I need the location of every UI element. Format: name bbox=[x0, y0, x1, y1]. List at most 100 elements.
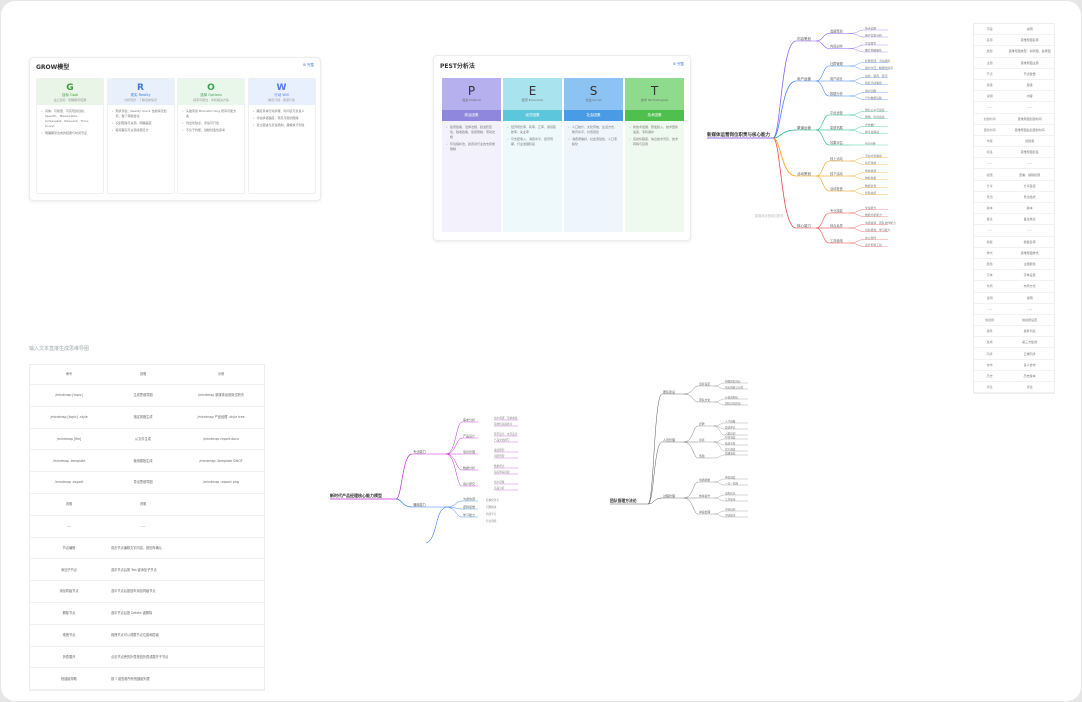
sub-label[interactable]: 效率提升 bbox=[699, 494, 710, 498]
field-row[interactable]: 更新时间思维导图最后更新时间 bbox=[974, 125, 1054, 136]
field-row[interactable]: 字段说明 bbox=[974, 24, 1054, 36]
table-row[interactable]: 添加同级节点选中节点后按回车添加同级节点 bbox=[30, 581, 264, 603]
field-row[interactable]: 颜色主题颜色 bbox=[974, 259, 1054, 271]
field-row[interactable]: -------- bbox=[974, 102, 1054, 114]
sub-label[interactable]: 平台运营 bbox=[830, 110, 843, 115]
sub-label[interactable]: 选题策划 bbox=[830, 29, 843, 34]
sub-label[interactable]: 渠道拓展 bbox=[830, 125, 844, 130]
table-row[interactable]: 折叠展开点击节点旁的折叠按钮折叠或展开子节点 bbox=[30, 647, 264, 669]
field-row[interactable]: -------- bbox=[974, 158, 1054, 170]
leaf-label[interactable]: ROI分析 bbox=[865, 141, 876, 145]
pest-column-p[interactable]: P政治 Political政治因素政府政策、法律法规、政治稳定性、税收政策、贸易… bbox=[442, 78, 501, 232]
leaf-label[interactable]: 导师制度 bbox=[725, 436, 736, 440]
sub-label[interactable]: 目标设定 bbox=[699, 382, 710, 386]
leaf-label[interactable]: 产品文档撰写 bbox=[494, 438, 510, 442]
branch-label[interactable]: 过程管理 bbox=[663, 493, 675, 498]
leaf-label[interactable]: 数据分析能力 bbox=[865, 213, 882, 217]
leaf-label[interactable]: 热点追踪 bbox=[865, 26, 876, 30]
table-row[interactable]: 删除节点选中节点后按 Delete 键删除 bbox=[30, 603, 264, 625]
leaf-label[interactable]: 用户画像 bbox=[494, 480, 505, 484]
sub-label[interactable]: 综合素质 bbox=[830, 223, 844, 228]
leaf-label[interactable]: 流程优化 bbox=[725, 492, 736, 496]
leaf-label[interactable]: 薪酬激励 bbox=[725, 452, 736, 456]
branch-label[interactable]: 活动策划 bbox=[797, 171, 811, 176]
pest-column-s[interactable]: S社会 Social社会因素人口统计、文化传统、生活方式、教育水平、价值观念消费… bbox=[564, 78, 623, 232]
sub-label[interactable]: 数据分析 bbox=[830, 91, 844, 96]
sub-label[interactable]: 激励 bbox=[699, 454, 705, 458]
leaf-label[interactable]: 竞品分析 bbox=[494, 486, 505, 490]
field-row[interactable]: 权限查看、编辑权限 bbox=[974, 169, 1054, 181]
leaf-label[interactable]: 行业洞察 bbox=[486, 519, 497, 523]
sub-label[interactable]: 用户研究 bbox=[463, 481, 475, 486]
mindmap-new-media[interactable]: 新媒体运营岗位职责与核心能力内容策划选题策划热点追踪用户需求分析内容创作文案撰写… bbox=[701, 21, 941, 261]
field-row[interactable]: 插件插件列表 bbox=[974, 326, 1054, 338]
pest-column-e[interactable]: E经济 Economic经济因素经济增长率、利率、汇率、通货膨胀率、失业率可支配… bbox=[503, 78, 562, 232]
leaf-label[interactable]: 一对一沟通 bbox=[725, 482, 738, 486]
table-row[interactable]: 说明说明 bbox=[30, 494, 264, 516]
pest-tag[interactable]: ⊞ 完整 bbox=[672, 62, 684, 66]
branch-label[interactable]: 核心能力 bbox=[797, 223, 811, 228]
field-row[interactable]: 集成第三方集成 bbox=[974, 337, 1054, 349]
field-row[interactable]: 协作多人协作 bbox=[974, 360, 1054, 371]
leaf-label[interactable]: 结构化思考 bbox=[486, 498, 499, 502]
leaf-label[interactable]: 用户需求分析 bbox=[865, 33, 882, 37]
sub-label[interactable]: 沟通机制 bbox=[699, 478, 710, 482]
branch-label[interactable]: 通用能力 bbox=[413, 502, 426, 507]
leaf-label[interactable]: 经验总结 bbox=[865, 191, 876, 195]
leaf-label[interactable]: 场地协调 bbox=[865, 169, 876, 173]
field-row[interactable]: 布局布局方式 bbox=[974, 281, 1054, 293]
leaf-label[interactable]: 社群搭建、活动组织 bbox=[865, 59, 890, 63]
sub-label[interactable]: 学习能力 bbox=[463, 512, 475, 517]
leaf-label[interactable]: 行为数据追踪 bbox=[865, 96, 882, 100]
leaf-label[interactable]: 入职培训 bbox=[725, 432, 736, 436]
sub-label[interactable]: 工具使用 bbox=[830, 238, 843, 243]
leaf-label[interactable]: 明确团队目标 bbox=[725, 380, 741, 384]
field-row[interactable]: 历史历史版本 bbox=[974, 371, 1054, 382]
sub-label[interactable]: 沟通协调 bbox=[463, 496, 475, 501]
field-row[interactable]: 同步云端同步 bbox=[974, 348, 1054, 360]
sub-label[interactable]: 内容创作 bbox=[830, 44, 844, 49]
mindmap-team-management[interactable]: 团队管理方法论团队建设目标设定明确团队目标目标拆解与分配团队文化价值观塑造团队氛… bbox=[606, 376, 776, 526]
leaf-label[interactable]: 数据埋点 bbox=[494, 464, 505, 468]
leaf-label[interactable]: 绩效考核 bbox=[725, 442, 736, 446]
field-row[interactable]: 评论评论 bbox=[974, 382, 1054, 394]
leaf-label[interactable]: 活动方案策划 bbox=[865, 154, 882, 158]
field-row[interactable]: 字体字体设置 bbox=[974, 270, 1054, 282]
table-row[interactable]: 节点编辑双击节点编辑文字内容，按回车确认 bbox=[30, 538, 264, 560]
leaf-label[interactable]: 裂变活动策划 bbox=[865, 81, 882, 85]
field-row[interactable]: 层级层级 bbox=[974, 80, 1054, 92]
leaf-label[interactable]: 面试评估 bbox=[725, 426, 736, 430]
sub-label[interactable]: 社群管理 bbox=[830, 61, 844, 66]
leaf-label[interactable]: 用户分层、精细化运营 bbox=[865, 66, 893, 70]
mindmap-root[interactable]: 新媒体运营岗位职责与核心能力 bbox=[707, 131, 770, 138]
leaf-label[interactable]: 数据复盘 bbox=[865, 184, 876, 188]
field-row[interactable]: 备注备注信息 bbox=[974, 214, 1054, 226]
leaf-label[interactable]: 用户画像 bbox=[865, 89, 876, 93]
leaf-label[interactable]: 例会制度 bbox=[725, 476, 736, 480]
branch-label[interactable]: 渠道运营 bbox=[797, 125, 811, 130]
sub-label[interactable]: 逻辑思维 bbox=[463, 504, 475, 509]
leaf-label[interactable]: 冲突识别 bbox=[725, 508, 736, 512]
leaf-label[interactable]: 人才画像 bbox=[725, 420, 736, 424]
pest-analysis-card[interactable]: PEST分析法 ⊞ 完整 P政治 Political政治因素政府政策、法律法规、… bbox=[433, 55, 691, 241]
table-row[interactable]: -------- bbox=[30, 516, 264, 538]
leaf-label[interactable]: 进度把控 bbox=[494, 448, 505, 452]
leaf-label[interactable]: 微博、抖音运营 bbox=[865, 115, 885, 119]
branch-label[interactable]: 团队建设 bbox=[663, 389, 675, 394]
leaf-label[interactable]: 文案撰写 bbox=[865, 41, 876, 45]
branch-label[interactable]: 人员管理 bbox=[663, 437, 675, 442]
leaf-label[interactable]: 工具使用 bbox=[725, 498, 736, 502]
sub-label[interactable]: 用户增长 bbox=[830, 76, 844, 81]
leaf-label[interactable]: 问题解决 bbox=[486, 505, 497, 509]
field-row[interactable]: 导出导出格式 bbox=[974, 192, 1054, 203]
sub-label[interactable]: 效果评估 bbox=[830, 140, 844, 145]
leaf-label[interactable]: 团队氛围营造 bbox=[725, 402, 741, 406]
field-row[interactable]: 作者创建者 bbox=[974, 136, 1054, 148]
field-row[interactable]: 说明说明 bbox=[974, 293, 1054, 304]
sub-label[interactable]: 需求分析 bbox=[463, 417, 475, 422]
